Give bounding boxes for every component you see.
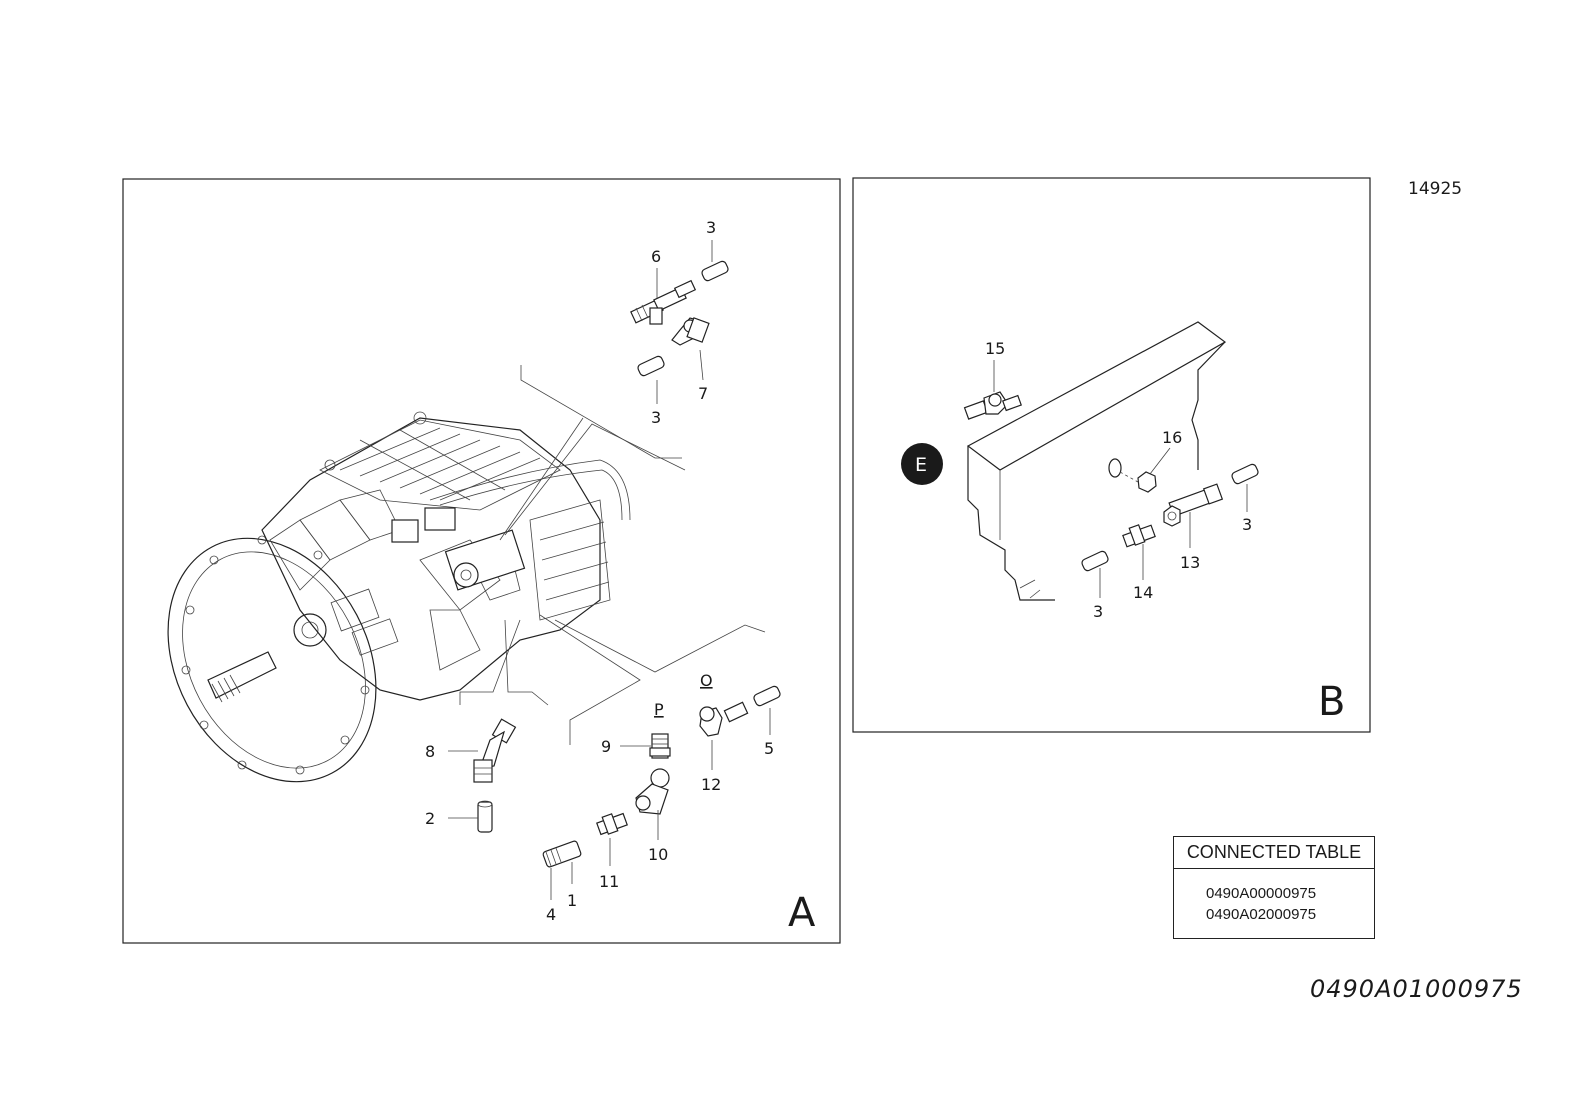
drawing-code: 0490A01000975 <box>1310 975 1523 1003</box>
callout-15: 15 <box>985 339 1005 358</box>
elbow-part-10 <box>635 768 670 815</box>
connected-table-row: 0490A02000975 <box>1206 906 1317 923</box>
elbow-part-12 <box>699 701 749 737</box>
callout-11: 11 <box>599 872 619 891</box>
straight-fitting-part-9 <box>649 733 671 759</box>
callout-3-mid: 3 <box>651 408 661 427</box>
panel-a-leader-lines <box>459 365 766 745</box>
sleeve-part-3-mid <box>637 355 665 377</box>
callout-12: 12 <box>701 775 721 794</box>
transmission-assembly <box>167 411 631 783</box>
callouts-panel-b: 15 16 3 13 14 3 B <box>985 339 1345 725</box>
callout-6: 6 <box>651 247 661 266</box>
connected-table-row: 0490A00000975 <box>1206 885 1317 902</box>
washer-part-16 <box>1108 458 1122 478</box>
callout-3-top: 3 <box>706 218 716 237</box>
callout-10: 10 <box>648 845 668 864</box>
callout-14: 14 <box>1133 583 1153 602</box>
callout-2: 2 <box>425 809 435 828</box>
nut-part-16 <box>1137 471 1157 493</box>
callout-4: 4 <box>546 905 556 924</box>
panel-b-frame <box>852 177 1371 733</box>
callout-8: 8 <box>425 742 435 761</box>
fitting-parts-1-4 <box>542 840 582 868</box>
fitting-part-13 <box>1163 483 1224 527</box>
panel-a-letter: A <box>788 890 816 936</box>
callout-1: 1 <box>567 891 577 910</box>
sleeve-part-2 <box>477 800 493 833</box>
panel-a-frame <box>122 178 841 944</box>
elbow-part-15 <box>963 391 1022 420</box>
callout-9: 9 <box>601 737 611 756</box>
sleeve-part-5 <box>753 685 781 707</box>
callout-16: 16 <box>1162 428 1182 447</box>
connected-table-header: CONNECTED TABLE <box>1174 837 1374 869</box>
sheet-number: 14925 <box>1408 179 1463 199</box>
view-label-o: O <box>700 671 713 690</box>
elbow-part-8 <box>473 718 517 783</box>
sleeve-part-3-right <box>1231 463 1259 485</box>
callouts-panel-a: 3 6 3 7 O P 9 12 5 8 2 11 10 4 1 A <box>425 218 816 936</box>
callout-7: 7 <box>698 384 708 403</box>
callout-13: 13 <box>1180 553 1200 572</box>
sleeve-part-3-bottom <box>1081 550 1109 572</box>
callout-leaders-b <box>993 360 1248 598</box>
fitting-part-11 <box>596 812 628 836</box>
frame-rail <box>966 321 1227 601</box>
fitting-part-14 <box>1122 524 1156 548</box>
fittings-panel-a <box>473 260 781 868</box>
panel-b-letter: B <box>1318 679 1345 725</box>
tee-fitting-part-6 <box>630 279 697 325</box>
reference-marker-e: E <box>901 443 943 485</box>
callout-3-bottom: 3 <box>1093 602 1103 621</box>
elbow-part-7 <box>671 317 710 346</box>
marker-e-label: E <box>915 454 927 476</box>
callout-5: 5 <box>764 739 774 758</box>
connected-table-rows: 0490A00000975 0490A02000975 <box>1174 869 1374 925</box>
view-label-p: P <box>654 700 664 719</box>
sleeve-part-3-top <box>701 260 729 282</box>
fittings-panel-b <box>963 391 1259 572</box>
connected-table: CONNECTED TABLE 0490A00000975 0490A02000… <box>1173 836 1375 939</box>
callout-leaders-a <box>448 240 771 900</box>
callout-3-right: 3 <box>1242 515 1252 534</box>
